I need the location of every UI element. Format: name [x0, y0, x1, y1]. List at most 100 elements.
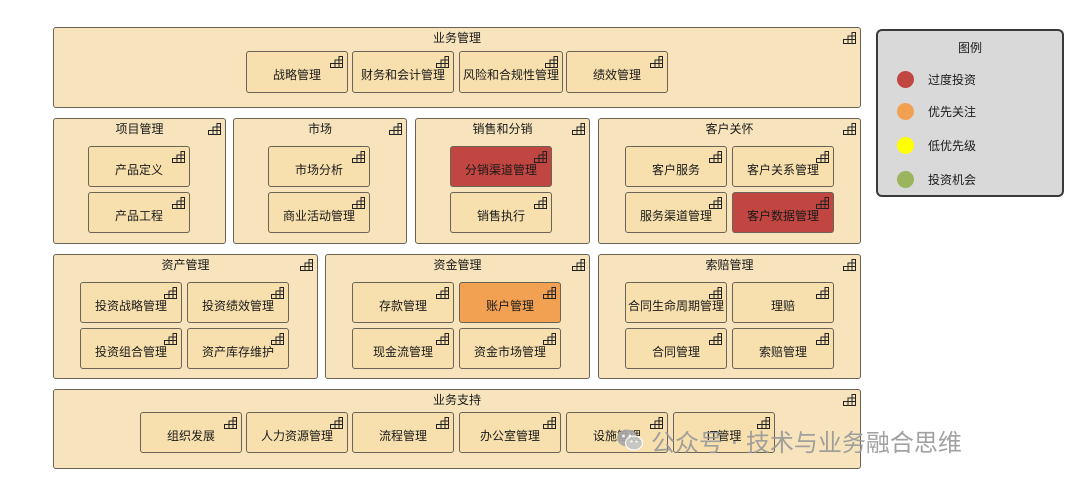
- capability-icon: [330, 417, 343, 429]
- capability-icon: [271, 287, 284, 299]
- group-title: 资金管理: [433, 258, 482, 272]
- capability-icon: [330, 56, 343, 68]
- group-claims-management: 索赔管理 合同生命周期管理 理赔 合同管理 索赔管理: [598, 254, 861, 379]
- group-title: 项目管理: [115, 122, 164, 136]
- capability-icon: [816, 287, 829, 299]
- capability-market-analysis[interactable]: 市场分析: [268, 146, 370, 187]
- legend: 图例 过度投资 优先关注 低优先级 投资机会: [876, 29, 1064, 197]
- capability-asset-inventory[interactable]: 资产库存维护: [187, 328, 289, 369]
- capability-strategy-management[interactable]: 战略管理: [246, 51, 348, 93]
- capability-contract-lifecycle[interactable]: 合同生命周期管理: [625, 282, 727, 323]
- capability-it-management[interactable]: IT管理: [673, 412, 775, 453]
- capability-crm[interactable]: 客户关系管理: [732, 146, 834, 187]
- capability-claims-handling[interactable]: 索赔管理: [732, 328, 834, 369]
- capability-risk-compliance[interactable]: 风险和合规性管理: [459, 51, 563, 93]
- capability-investment-performance[interactable]: 投资绩效管理: [187, 282, 289, 323]
- watermark-text: 公众号 · 技术与业务融合思维: [651, 428, 962, 457]
- capability-customer-data[interactable]: 客户数据管理: [732, 192, 834, 233]
- capability-customer-service[interactable]: 客户服务: [625, 146, 727, 187]
- watermark: 公众号 · 技术与业务融合思维: [615, 422, 1065, 458]
- capability-account-management[interactable]: 账户管理: [459, 282, 561, 323]
- wechat-icon: [617, 429, 644, 451]
- capability-finance-accounting[interactable]: 财务和会计管理: [352, 51, 454, 93]
- capability-performance-management[interactable]: 绩效管理: [566, 51, 668, 93]
- legend-swatch: [897, 70, 914, 88]
- capability-icon: [843, 32, 856, 44]
- group-title: 业务管理: [432, 31, 481, 45]
- capability-process-management[interactable]: 流程管理: [352, 412, 454, 453]
- capability-icon: [572, 123, 585, 135]
- capability-icon: [709, 151, 722, 163]
- group-title: 业务支持: [432, 393, 481, 407]
- legend-label: 过度投资: [928, 72, 977, 87]
- capability-icon: [816, 151, 829, 163]
- capability-icon: [843, 394, 856, 406]
- capability-portfolio-management[interactable]: 投资组合管理: [80, 328, 182, 369]
- capability-icon: [172, 151, 185, 163]
- capability-icon: [572, 259, 585, 271]
- legend-swatch: [897, 136, 914, 154]
- capability-icon: [436, 333, 449, 345]
- legend-swatch: [897, 102, 914, 120]
- capability-icon: [543, 333, 556, 345]
- legend-item-priority-focus: 优先关注: [897, 101, 976, 121]
- legend-label: 低优先级: [928, 138, 977, 153]
- capability-icon: [164, 333, 177, 345]
- capability-service-channel[interactable]: 服务渠道管理: [625, 192, 727, 233]
- legend-title: 图例: [957, 41, 982, 55]
- capability-icon: [436, 56, 449, 68]
- capability-icon: [208, 123, 221, 135]
- group-title: 资产管理: [161, 258, 210, 272]
- legend-label: 优先关注: [928, 104, 977, 119]
- capability-icon: [709, 197, 722, 209]
- capability-icon: [709, 333, 722, 345]
- capability-icon: [352, 197, 365, 209]
- capability-deposit-management[interactable]: 存款管理: [352, 282, 454, 323]
- capability-cash-flow[interactable]: 现金流管理: [352, 328, 454, 369]
- capability-icon: [224, 417, 237, 429]
- capability-office-management[interactable]: 办公室管理: [459, 412, 561, 453]
- capability-icon: [543, 417, 556, 429]
- legend-label: 投资机会: [928, 172, 977, 187]
- capability-icon: [436, 417, 449, 429]
- group-title: 索赔管理: [705, 258, 754, 272]
- legend-swatch: [897, 170, 914, 188]
- group-title: 客户关怀: [705, 122, 754, 136]
- capability-distribution-channel[interactable]: 分销渠道管理: [450, 146, 552, 187]
- capability-org-development[interactable]: 组织发展: [140, 412, 242, 453]
- capability-investment-strategy[interactable]: 投资战略管理: [80, 282, 182, 323]
- capability-icon: [436, 287, 449, 299]
- group-business-management: 业务管理 战略管理 财务和会计管理 风险和合规性管理 绩效管理: [53, 27, 861, 108]
- capability-hr-management[interactable]: 人力资源管理: [246, 412, 348, 453]
- group-customer-care: 客户关怀 客户服务 客户关系管理 服务渠道管理 客户数据管理: [598, 118, 861, 244]
- group-market: 市场 市场分析 商业活动管理: [233, 118, 407, 244]
- group-title: 市场: [307, 122, 332, 136]
- capability-icon: [534, 197, 547, 209]
- capability-icon: [816, 197, 829, 209]
- capability-campaign-management[interactable]: 商业活动管理: [268, 192, 370, 233]
- capability-claim-settlement[interactable]: 理赔: [732, 282, 834, 323]
- capability-icon: [534, 151, 547, 163]
- group-asset-management: 资产管理 投资战略管理 投资绩效管理 投资组合管理 资产库存维护: [53, 254, 318, 379]
- capability-icon: [172, 197, 185, 209]
- legend-item-over-investment: 过度投资: [897, 69, 976, 89]
- group-business-support: 业务支持 组织发展 人力资源管理 流程管理 办公室管理 设施管理 IT管理: [53, 389, 861, 469]
- capability-icon: [352, 151, 365, 163]
- capability-icon: [543, 287, 556, 299]
- legend-item-low-priority: 低优先级: [897, 135, 976, 155]
- group-sales-distribution: 销售和分销 分销渠道管理 销售执行: [415, 118, 590, 244]
- capability-icon: [650, 56, 663, 68]
- group-fund-management: 资金管理 存款管理 账户管理 现金流管理 资金市场管理: [325, 254, 590, 379]
- capability-product-engineering[interactable]: 产品工程: [88, 192, 190, 233]
- capability-money-market[interactable]: 资金市场管理: [459, 328, 561, 369]
- capability-icon: [843, 259, 856, 271]
- capability-icon: [545, 56, 558, 68]
- capability-icon: [843, 123, 856, 135]
- capability-facility-management[interactable]: 设施管理: [566, 412, 668, 453]
- capability-icon: [816, 333, 829, 345]
- capability-contract-management[interactable]: 合同管理: [625, 328, 727, 369]
- capability-sales-execution[interactable]: 销售执行: [450, 192, 552, 233]
- legend-item-investment-opportunity: 投资机会: [897, 169, 976, 189]
- capability-icon: [271, 333, 284, 345]
- capability-product-definition[interactable]: 产品定义: [88, 146, 190, 187]
